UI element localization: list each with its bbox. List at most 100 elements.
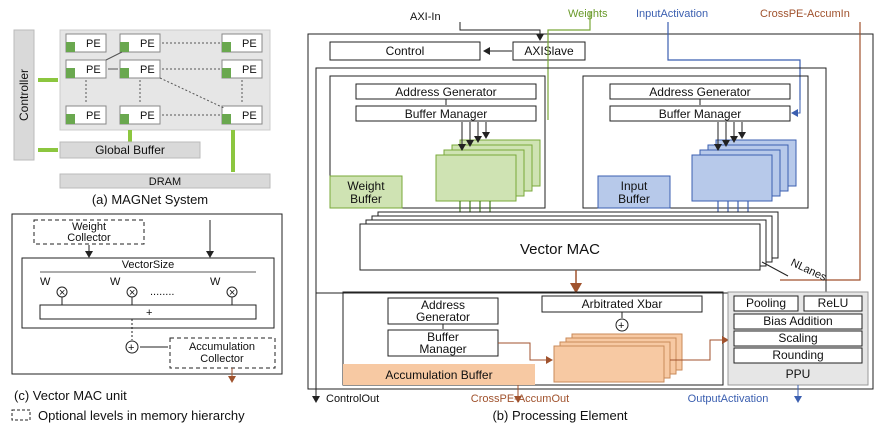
control-out-label: ControlOut [326, 393, 379, 405]
svg-text:PE: PE [86, 64, 101, 76]
svg-text:PE: PE [140, 38, 155, 50]
magnet-system: Controller PE PE PE PE PE PE PE PE PE [13, 29, 271, 207]
svg-text:Collector: Collector [67, 232, 111, 244]
relu-block [803, 295, 863, 312]
svg-text:×: × [229, 287, 235, 299]
input-buffer-label-box [597, 175, 671, 209]
svg-text:Buffer Manager: Buffer Manager [659, 107, 742, 121]
vector-mac-label: Vector MAC [520, 241, 600, 258]
weights-label: Weights [568, 8, 608, 20]
accumulation-collector [169, 337, 276, 369]
svg-text:Buffer Manager: Buffer Manager [405, 107, 488, 121]
svg-text:×: × [129, 287, 135, 299]
caption-a: (a) MAGNet System [92, 192, 208, 207]
global-buffer-label: Global Buffer [95, 143, 165, 157]
vmac-frame [11, 213, 283, 375]
weight-buffer-group [329, 75, 546, 209]
svg-text:ReLU: ReLU [818, 296, 849, 310]
legend-swatch [11, 409, 31, 421]
svg-text:VectorSize: VectorSize [122, 259, 175, 271]
accumulate-adder [125, 340, 139, 354]
svg-text:+: + [146, 307, 152, 319]
svg-text:Buffer: Buffer [618, 192, 650, 206]
svg-text:PE: PE [140, 110, 155, 122]
svg-text:Buffer: Buffer [427, 330, 459, 344]
svg-text:Manager: Manager [419, 342, 466, 356]
ppu-label: PPU [786, 367, 811, 381]
weight-collector [33, 219, 145, 245]
svg-text:PE: PE [86, 110, 101, 122]
axi-in-label: AXI-In [410, 11, 441, 23]
svg-text:W: W [40, 276, 51, 288]
svg-text:PE: PE [242, 64, 257, 76]
caption-b: (b) Processing Element [492, 408, 627, 423]
svg-text:Address: Address [421, 298, 465, 312]
scaling-block [733, 330, 863, 347]
svg-text:Accumulation Buffer: Accumulation Buffer [385, 368, 492, 382]
processing-element: AXI-In Weights InputActivation CrossPE-A… [307, 8, 874, 423]
control-block [329, 41, 481, 61]
pe-frame [307, 33, 874, 390]
output-activation-label: OutputActivation [688, 393, 769, 405]
svg-text:Rounding: Rounding [772, 348, 823, 362]
bias-addition-block [733, 313, 863, 330]
pe-node: PE [65, 105, 107, 125]
input-banks [691, 139, 797, 202]
vector-mac-unit: Weight Collector VectorSize W × W × W × … [11, 213, 283, 423]
pe-node: PE [65, 59, 107, 79]
crosspe-accum-in-label: CrossPE-AccumIn [760, 8, 850, 20]
input-activation-label: InputActivation [636, 8, 708, 20]
svg-text:Accumulation: Accumulation [189, 341, 255, 353]
vmac-core [21, 257, 275, 329]
svg-text:Weight: Weight [347, 179, 385, 193]
svg-text:Generator: Generator [416, 310, 470, 324]
pe-node: PE [221, 105, 263, 125]
interconnect-arrows [38, 78, 235, 172]
pe-node: PE [221, 59, 263, 79]
pe-node: PE [65, 33, 107, 53]
svg-text:Input: Input [621, 179, 648, 193]
dram-block [59, 173, 271, 189]
accumulation-buffer-label-box [343, 364, 535, 385]
pe-node: PE [119, 33, 161, 53]
controller-block [13, 29, 35, 161]
adder-tree [39, 304, 257, 320]
svg-text:PE: PE [242, 38, 257, 50]
multiplier: W × [210, 276, 238, 305]
svg-text:Collector: Collector [200, 353, 244, 365]
acc-buffer-manager [387, 329, 499, 357]
accumulation-banks [553, 333, 683, 383]
svg-text:Pooling: Pooling [746, 296, 786, 310]
caption-c: (c) Vector MAC unit [14, 388, 127, 403]
svg-text:W: W [110, 276, 121, 288]
svg-text:Weight: Weight [72, 221, 106, 233]
weight-buffer-manager [355, 105, 537, 122]
pe-node: PE [221, 33, 263, 53]
svg-text:+: + [128, 342, 134, 354]
controller-label: Controller [17, 69, 31, 121]
svg-text:Address Generator: Address Generator [649, 85, 750, 99]
input-buffer-manager [609, 105, 791, 122]
svg-text:PE: PE [242, 110, 257, 122]
svg-text:Address Generator: Address Generator [395, 85, 496, 99]
svg-text:×: × [59, 287, 65, 299]
svg-text:PE: PE [86, 38, 101, 50]
svg-text:Bias Addition: Bias Addition [763, 314, 832, 328]
global-buffer [59, 141, 201, 159]
svg-text:Buffer: Buffer [350, 192, 382, 206]
svg-text:AXISlave: AXISlave [524, 44, 574, 58]
acc-adder [615, 318, 629, 332]
input-buffer-group [582, 75, 809, 209]
dram-label: DRAM [149, 176, 181, 188]
svg-text:Scaling: Scaling [778, 331, 817, 345]
svg-text:W: W [210, 276, 221, 288]
legend-text: Optional levels in memory hierarchy [38, 408, 245, 423]
pe-grid: PE PE PE PE PE PE PE PE PE [65, 33, 263, 125]
pe-node: PE [119, 59, 161, 79]
pe-node: PE [119, 105, 161, 125]
svg-text:Arbitrated Xbar: Arbitrated Xbar [582, 297, 663, 311]
multiplier: W × [40, 276, 68, 305]
weight-banks [435, 139, 541, 202]
svg-text:PE: PE [140, 64, 155, 76]
